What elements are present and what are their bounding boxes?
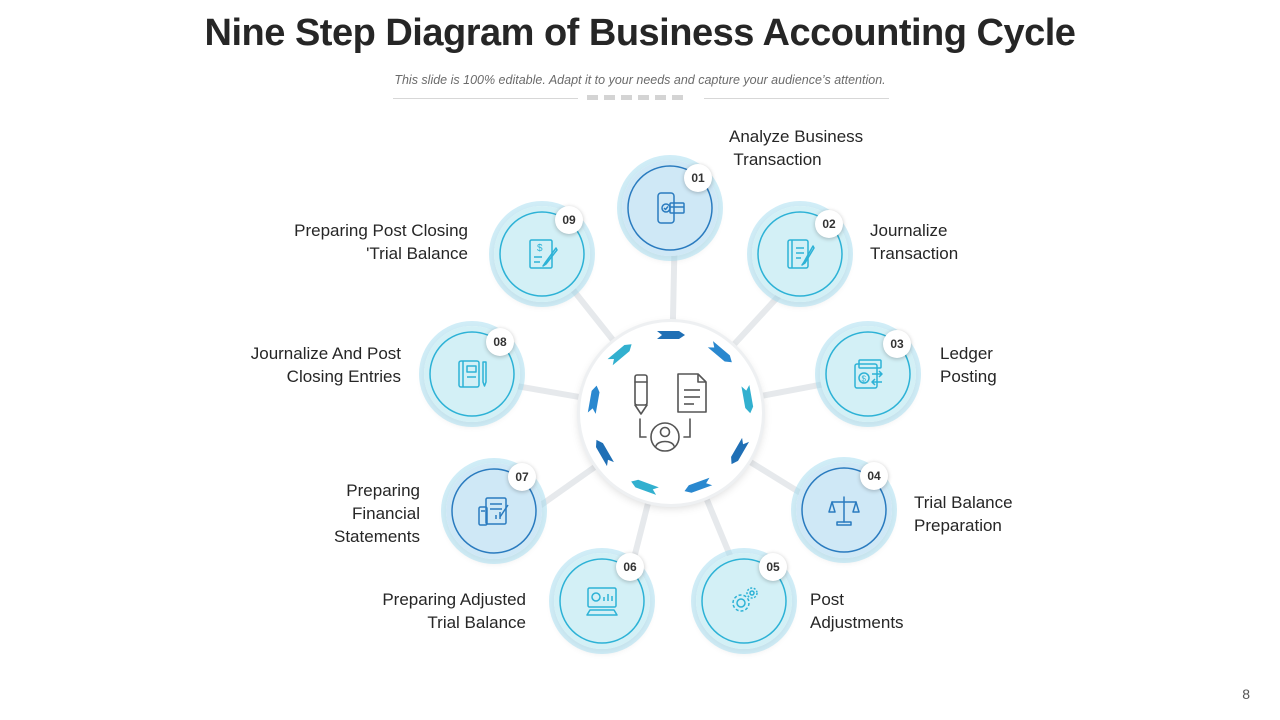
step-04-node: 04 — [796, 462, 892, 558]
step-05-node: 05 — [696, 553, 792, 649]
slide-title: Nine Step Diagram of Business Accounting… — [204, 12, 1076, 54]
divider-dots — [587, 95, 683, 100]
step-01-label: Analyze Business Transaction — [729, 127, 864, 169]
step-08-badge: 08 — [486, 328, 514, 356]
step-07-node: 07 — [446, 463, 542, 559]
notebook-pen-icon — [458, 360, 487, 388]
journal-pen-icon — [787, 239, 815, 269]
step-06-node: 06 — [554, 553, 650, 649]
cycle-arrows — [587, 331, 754, 495]
user-icon — [639, 418, 691, 452]
step-04-label: Trial Balance Preparation — [914, 493, 1013, 535]
step-06-badge: 06 — [616, 553, 644, 581]
step-07-label: Preparing Financial Statements — [334, 481, 420, 546]
step-03-badge: 03 — [883, 330, 911, 358]
mobile-payment-icon — [657, 192, 685, 224]
divider-left — [393, 98, 578, 99]
page-number: 8 — [1242, 686, 1250, 702]
step-08-label: Journalize And Post Closing Entries — [250, 344, 401, 386]
step-04-badge: 04 — [860, 462, 888, 490]
step-05-label: Post Adjustments — [810, 590, 904, 632]
financial-report-icon — [478, 497, 509, 526]
step-01-node: 01 — [622, 160, 718, 256]
step-01-badge: 01 — [684, 164, 712, 192]
step-05-badge: 05 — [759, 553, 787, 581]
step-02-badge: 02 — [815, 210, 843, 238]
document-icon — [677, 373, 707, 413]
step-03-label: Ledger Posting — [940, 344, 997, 386]
step-07-badge: 07 — [508, 463, 536, 491]
step-09-node: $ 09 — [494, 206, 590, 302]
svg-text:$: $ — [862, 375, 867, 384]
center-hub — [580, 322, 762, 504]
step-02-label: Journalize Transaction — [870, 221, 959, 263]
gears-icon — [732, 587, 758, 612]
step-09-label: Preparing Post Closing 'Trial Balance — [294, 221, 468, 263]
slide-subtitle: This slide is 100% editable. Adapt it to… — [394, 73, 886, 87]
monitor-chart-icon — [586, 587, 618, 616]
ledger-transfer-icon: $ — [854, 359, 883, 389]
balance-scale-icon — [828, 496, 860, 526]
step-02-node: 02 — [752, 206, 848, 302]
pencil-icon — [634, 374, 648, 415]
svg-text:$: $ — [537, 243, 543, 254]
step-08-node: 08 — [424, 326, 520, 422]
cycle-arrow-ring — [587, 331, 754, 495]
step-03-node: $ 03 — [820, 326, 916, 422]
step-09-badge: 09 — [555, 206, 583, 234]
dollar-document-icon: $ — [529, 239, 558, 269]
divider-right — [704, 98, 889, 99]
step-06-label: Preparing Adjusted Trial Balance — [382, 590, 526, 632]
